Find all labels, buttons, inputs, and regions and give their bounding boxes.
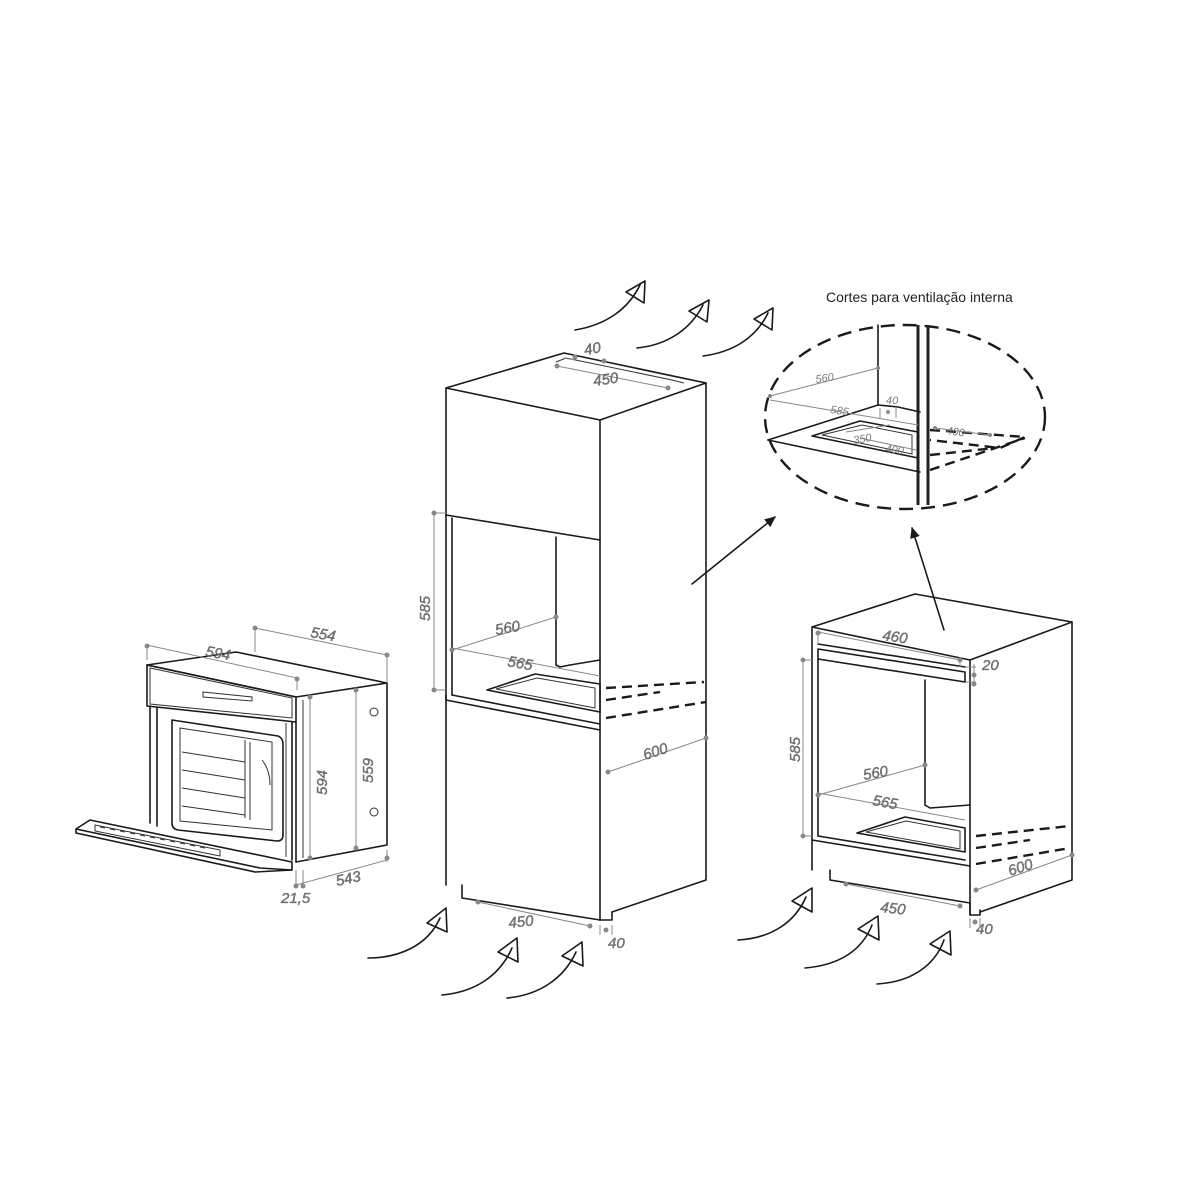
- airflow-arrow-icon: [636, 299, 710, 349]
- tall-opening-width-label: 560: [494, 618, 522, 639]
- oven-width-label: 594: [204, 643, 232, 664]
- pointer-arrow-icon: [910, 527, 945, 631]
- detail-cut-width-label: 350: [852, 432, 873, 447]
- detail-gap-label: 40: [886, 395, 899, 407]
- airflow-arrow-icon: [367, 907, 448, 959]
- under-opening-depth-label: 565: [871, 792, 899, 813]
- ventilation-detail: 560 585 40 350 400 400: [763, 323, 1047, 511]
- tall-cabinet-depth-label: 600: [641, 740, 671, 764]
- airflow-arrows: [367, 280, 952, 999]
- oven-depth-label: 554: [309, 624, 337, 645]
- oven: 594 554 594 559 543 21,5: [75, 624, 390, 907]
- under-top-width-label: 460: [881, 627, 909, 647]
- under-top-gap-label: 20: [981, 657, 999, 674]
- tall-top-width-label: 450: [592, 370, 620, 390]
- oven-door-thickness-label: 21,5: [280, 890, 311, 907]
- detail-depth-label: 585: [830, 404, 851, 419]
- under-base-width-label: 450: [880, 899, 907, 919]
- airflow-arrow-icon: [574, 280, 646, 331]
- under-opening-width-label: 560: [862, 763, 890, 784]
- airflow-arrow-icon: [804, 915, 880, 969]
- tall-top-gap-label: 40: [583, 339, 603, 359]
- detail-cut-depth-label: 400: [885, 443, 906, 458]
- oven-body-depth-label: 543: [334, 868, 363, 890]
- oven-height-label: 594: [314, 770, 331, 795]
- tall-opening-height-label: 585: [417, 595, 434, 621]
- under-opening-height-label: 585: [787, 736, 804, 762]
- detail-width-label: 560: [815, 371, 836, 386]
- airflow-arrow-icon: [702, 307, 774, 357]
- airflow-arrow-icon: [441, 937, 519, 996]
- under-base-gap-label: 40: [976, 921, 993, 938]
- under-counter-cabinet: 460 20 585 560 565 600 450 40: [787, 593, 1075, 938]
- detail-rear-depth-label: 400: [946, 425, 967, 440]
- tall-base-gap-label: 40: [608, 935, 625, 952]
- tall-base-width-label: 450: [508, 912, 535, 932]
- caption: Cortes para ventilação interna: [826, 289, 1013, 305]
- tall-opening-depth-label: 565: [506, 653, 534, 674]
- airflow-arrow-icon: [876, 930, 952, 985]
- oven-inner-height-label: 559: [360, 757, 377, 783]
- airflow-arrow-icon: [737, 887, 813, 941]
- airflow-arrow-icon: [506, 941, 584, 999]
- tall-cabinet: 40 450 585 560 565 600 450 40: [417, 339, 709, 952]
- pointer-arrow-icon: [691, 516, 776, 585]
